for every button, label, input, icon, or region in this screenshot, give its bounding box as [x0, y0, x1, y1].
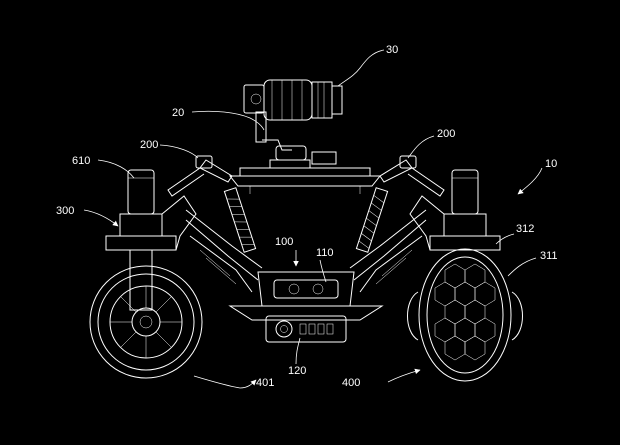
leader-lines: [83, 49, 543, 389]
right-suspension: [349, 155, 445, 293]
top-platform: [228, 167, 382, 194]
left-suspension: [167, 155, 263, 293]
left-wheel-module: [89, 169, 203, 379]
label-30: 30: [386, 44, 398, 56]
label-300: 300: [56, 205, 74, 217]
reference-labels: 30 20 200 200 610 10 300 312 311 100 110…: [56, 44, 558, 389]
label-401: 401: [256, 377, 274, 389]
label-610: 610: [72, 155, 90, 167]
label-120: 120: [288, 365, 306, 377]
right-wheel-module: [407, 169, 523, 382]
label-200-right: 200: [437, 128, 455, 140]
label-10: 10: [545, 158, 557, 170]
label-400: 400: [342, 377, 360, 389]
label-312: 312: [516, 223, 534, 235]
central-body: [228, 271, 384, 343]
label-110: 110: [316, 247, 334, 259]
label-20: 20: [172, 107, 184, 119]
label-100: 100: [275, 236, 293, 248]
label-311: 311: [540, 250, 558, 262]
label-200-left: 200: [140, 139, 158, 151]
